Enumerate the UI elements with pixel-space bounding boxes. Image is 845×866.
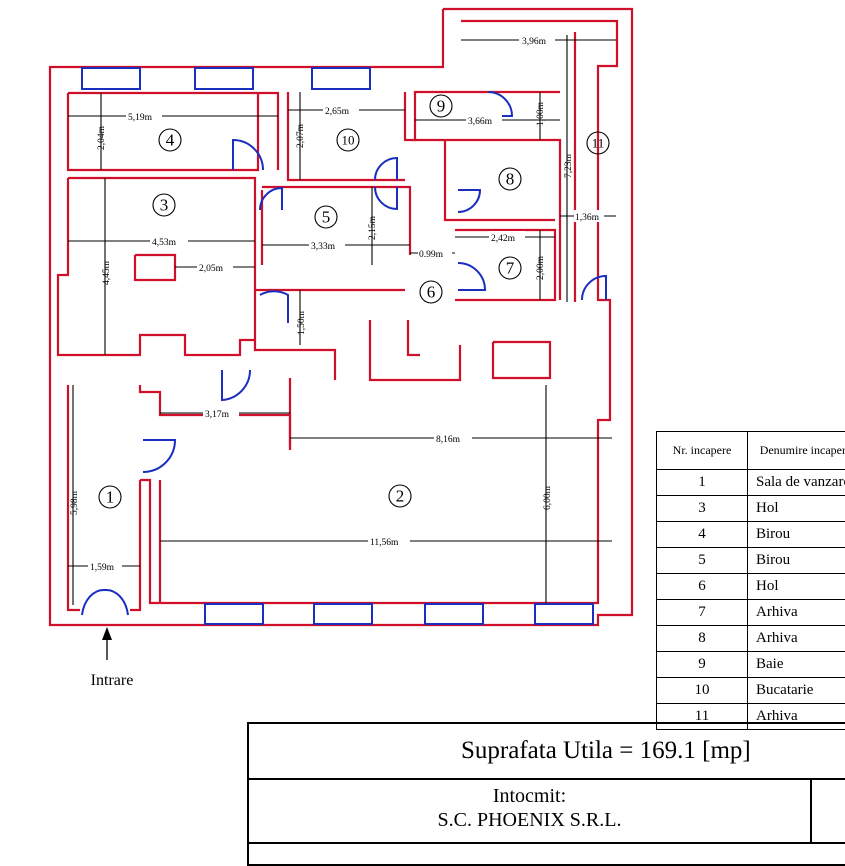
row-name: Bucatarie [748,678,845,704]
dim-4-45: 4,45m [102,260,112,285]
dim-2-00: 2,00m [536,255,546,280]
row-name: Birou [748,522,845,548]
dim-6-00: 6,00m [543,485,553,510]
row-name: Sala de vanzare [748,470,845,496]
area-text: Suprafata Utila = 169.1 [mp] [461,737,751,765]
dim-3-17: 3,17m [205,410,230,420]
dim-2-05: 2,05m [199,264,224,274]
room-5-number: 5 [322,208,331,227]
room-4-number: 4 [166,131,175,150]
dim-2-07: 2,07m [296,123,306,148]
room-9-number: 9 [437,97,446,116]
area-row: Suprafata Utila = 169.1 [mp] [249,724,845,780]
dim-3-33: 3,33m [311,242,336,252]
row-nr: 6 [657,574,748,600]
row-name: Arhiva [748,626,845,652]
row-nr: 1 [657,470,748,496]
room-8-number: 8 [506,170,515,189]
row-nr: 10 [657,678,748,704]
author-row: Intocmit: S.C. PHOENIX S.R.L. [249,780,845,844]
room-1-number: 1 [106,488,115,507]
dim-2-42: 2,42m [491,234,516,244]
room-10-number: 10 [342,133,355,148]
dim-1-50: 1,50m [297,310,307,335]
dim-7-23: 7,23m [564,153,574,178]
room-3-number: 3 [160,196,169,215]
dim-2-04: 2,04m [97,125,107,150]
row-name: Hol [748,574,845,600]
room-2-number: 2 [396,487,405,506]
author-cell: Intocmit: S.C. PHOENIX S.R.L. [249,780,812,842]
dim-1-36: 1,36m [575,213,600,223]
dim-0-99: 0.99m [419,250,444,260]
room-6-number: 6 [427,283,436,302]
entrance-label: Intrare [91,672,134,689]
row-nr: 7 [657,600,748,626]
row-name: Arhiva [748,600,845,626]
row-nr: 4 [657,522,748,548]
col-header-nr: Nr. incapere [657,432,748,470]
dim-3-96: 3,96m [522,37,547,47]
dim-3-66: 3,66m [468,117,493,127]
row-name: Hol [748,496,845,522]
dim-1-59: 1,59m [90,563,115,573]
dim-4-53: 4,53m [152,238,177,248]
room-11-number: 11 [592,136,605,151]
room-numbers: 1 2 3 4 5 6 7 8 9 10 11 [99,95,609,508]
dim-2-65: 2,65m [325,107,350,117]
dim-8-16: 8,16m [436,435,461,445]
row-name: Birou [748,548,845,574]
dim-5-98: 5,98m [70,490,80,515]
row-nr: 5 [657,548,748,574]
row-name: Baie [748,652,845,678]
summary-box: Suprafata Utila = 169.1 [mp] Intocmit: S… [247,722,845,866]
row-nr: 9 [657,652,748,678]
row-nr: 8 [657,626,748,652]
prepared-label: Intocmit: [249,784,810,808]
entrance-marker: Intrare [91,627,134,689]
dim-1-00: 1,00m [536,101,546,126]
dim-11-56: 11,56m [370,538,399,548]
col-header-name: Denumire incapere [748,432,845,470]
table-header-row: Nr. incapere Denumire incapere [657,432,845,470]
company-name: S.C. PHOENIX S.R.L. [249,808,810,832]
walls [50,9,632,625]
dim-2-15: 2,15m [368,215,378,240]
dim-5-19: 5,19m [128,113,153,123]
row-nr: 3 [657,496,748,522]
room-7-number: 7 [506,259,515,278]
